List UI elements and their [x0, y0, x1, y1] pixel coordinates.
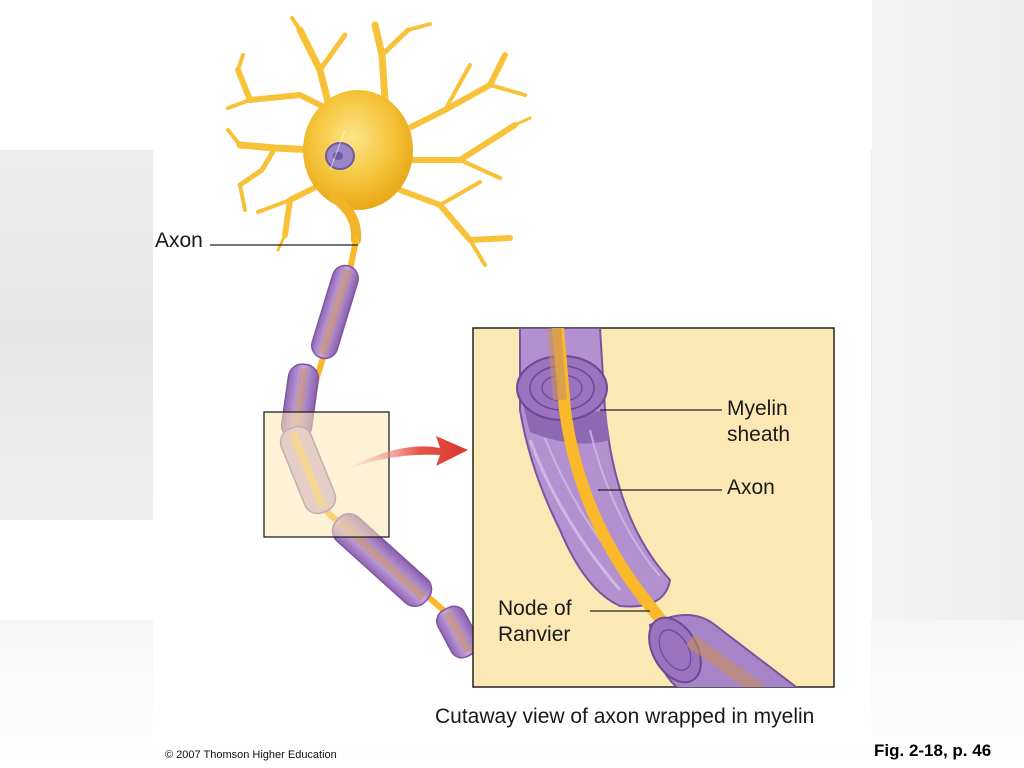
label-node-line1: Node of: [498, 597, 572, 620]
label-axon-inset: Axon: [727, 476, 775, 499]
label-myelin-line1: Myelin: [727, 397, 788, 420]
label-axon: Axon: [155, 229, 203, 252]
cell-body: [303, 90, 413, 210]
label-myelin-sheath: Myelin sheath: [727, 396, 790, 448]
dendrites: [226, 16, 532, 267]
highlight-box: [263, 411, 390, 538]
copyright-notice: © 2007 Thomson Higher Education: [165, 749, 337, 761]
figure-reference: Fig. 2-18, p. 46: [874, 741, 992, 760]
inset-cutaway: [516, 328, 798, 687]
zoom-arrow-icon: [345, 436, 468, 470]
label-node-line2: Ranvier: [498, 623, 571, 646]
label-node-of-ranvier: Node of Ranvier: [498, 596, 572, 648]
figure-caption: Cutaway view of axon wrapped in myelin: [435, 705, 815, 728]
label-myelin-line2: sheath: [727, 423, 791, 446]
